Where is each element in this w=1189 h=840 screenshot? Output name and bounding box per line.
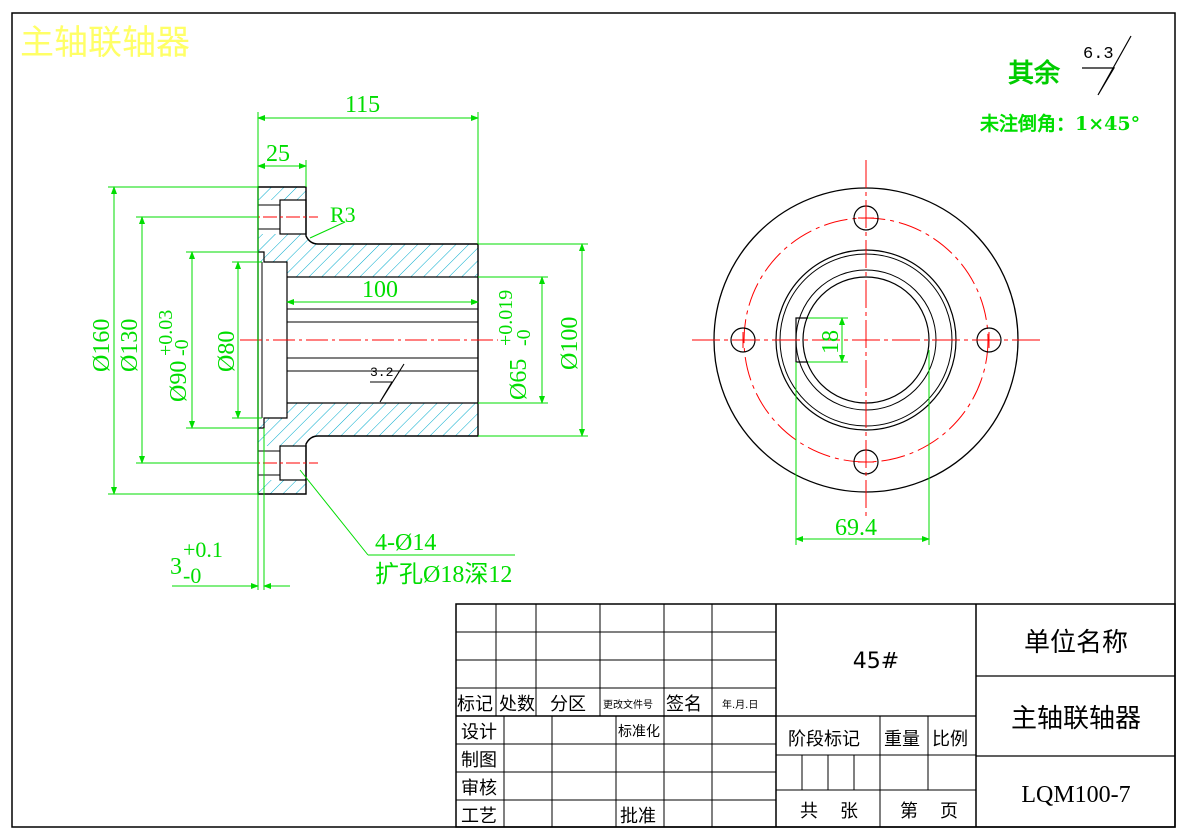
dim-r3: R3: [330, 202, 356, 227]
sheets-label: 张: [840, 801, 858, 822]
dim-dia-65-tol-lower: -0: [513, 329, 535, 346]
dim-key-depth: 69.4: [835, 515, 877, 541]
rev-header-date: 年.月.日: [722, 698, 758, 711]
surface-finish-prefix: 其余: [1008, 58, 1061, 89]
bore-roughness-value: 3.2: [370, 365, 393, 380]
bore-roughness-icon: [370, 363, 405, 403]
dim-dia-130: Ø130: [117, 319, 143, 372]
role-process: 工艺: [461, 806, 497, 827]
role-review: 审核: [461, 778, 497, 799]
total-label: 共: [800, 801, 818, 822]
dim-dia-80: Ø80: [214, 331, 240, 372]
title-block-text: 标记 处数 分区 更改文件号 签名 年.月.日 设计 制图 审核 工艺 标准化 …: [457, 628, 1141, 827]
dim-dia-90-tol-upper: +0.03: [155, 310, 177, 356]
standardize-label: 标准化: [618, 724, 660, 740]
dim-115: 115: [345, 92, 380, 118]
sheet-border: [11, 12, 1176, 828]
part-name: 主轴联轴器: [1011, 704, 1141, 734]
drawing-title: 主轴联轴器: [20, 23, 190, 63]
role-design: 设计: [461, 722, 497, 743]
title-block: [455, 603, 1176, 828]
end-view: 18 69.4: [692, 160, 1042, 545]
stage-mark-label: 阶段标记: [788, 729, 860, 750]
dim-dia-65-tol-upper: +0.019: [495, 290, 517, 346]
scale-label: 比例: [932, 729, 968, 750]
dim-dia-90-tol-lower: -0: [171, 339, 193, 356]
rev-header-sign: 签名: [666, 694, 702, 715]
surface-finish-value: 6.3: [1083, 45, 1114, 64]
dim-100: 100: [362, 277, 398, 303]
dim-dia-160: Ø160: [89, 319, 115, 372]
role-drafting: 制图: [461, 750, 497, 771]
surface-finish-note: 其余 6.3: [1008, 35, 1132, 96]
section-view: 3.2 115 25 R3 100 Ø160 Ø130 Ø90 +0.03 -0…: [89, 92, 588, 590]
dim-dia-100: Ø100: [557, 317, 583, 370]
dim-25: 25: [266, 141, 290, 167]
material: 45#: [853, 649, 899, 674]
weight-label: 重量: [884, 729, 920, 750]
rev-header-mark: 标记: [457, 694, 493, 715]
dim-dia-90: Ø90: [166, 361, 192, 402]
dim-3-tol-lower: -0: [183, 563, 201, 588]
rev-header-doc-no: 更改文件号: [603, 698, 653, 711]
approve-label: 批准: [620, 806, 656, 827]
sheet-no-label: 第: [900, 801, 918, 822]
drawing-number: LQM100-7: [1021, 782, 1130, 808]
dim-dia-65: Ø65: [506, 359, 532, 400]
hole-note-counterbore: 扩孔Ø18深12: [375, 561, 512, 588]
dim-3: 3: [170, 554, 182, 580]
roughness-symbol-icon: [1082, 35, 1132, 96]
dim-3-tol-upper: +0.1: [183, 537, 223, 562]
hole-note-count: 4-Ø14: [375, 530, 436, 556]
rev-header-count: 处数: [499, 694, 535, 715]
company-name: 单位名称: [1024, 628, 1128, 658]
dim-key-width: 18: [818, 330, 844, 354]
chamfer-note: 未注倒角：1×45°: [979, 112, 1140, 135]
rev-header-zone: 分区: [550, 694, 586, 715]
page-label: 页: [940, 801, 958, 822]
